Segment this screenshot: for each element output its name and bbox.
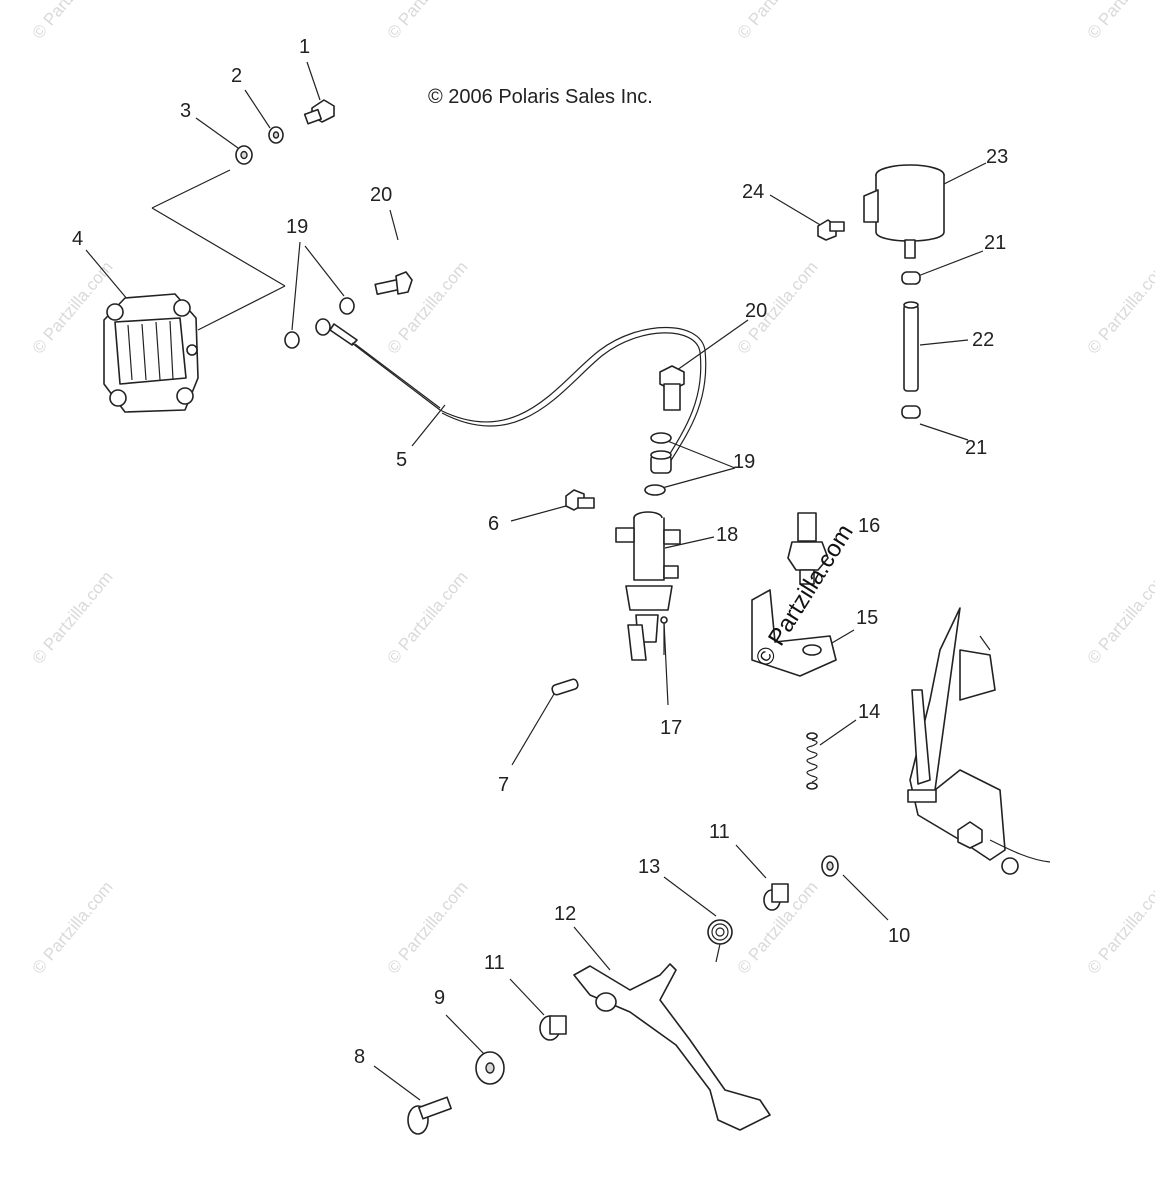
callout-22: 22 — [972, 329, 994, 351]
callout-4: 4 — [72, 228, 83, 250]
part-23-reservoir — [863, 164, 945, 259]
watermark: © Partzilla.com — [1084, 258, 1155, 358]
callout-labels: 1 2 3 4 5 6 7 8 9 10 11 11 12 13 14 15 1… — [72, 36, 1008, 1068]
part-11-bushing — [539, 1015, 567, 1041]
callout-21-upper: 21 — [984, 232, 1006, 254]
part-10-washer — [821, 855, 839, 877]
part-2-washer-hole — [272, 131, 280, 139]
part-18-master-cylinder — [615, 511, 681, 661]
callout-18: 18 — [716, 524, 738, 546]
part-12-brake-pedal — [573, 963, 771, 1131]
part-4-brake-caliper — [103, 293, 199, 413]
part-15-bracket — [751, 589, 837, 677]
watermark: © Partzilla.com — [1084, 878, 1155, 978]
callout-8: 8 — [354, 1046, 365, 1068]
watermark: © Partzilla.com — [1084, 568, 1155, 668]
part-22-hose — [903, 301, 919, 392]
callout-15: 15 — [856, 607, 878, 629]
watermark: © Partzilla.com — [384, 878, 472, 978]
part-7-clevis-pin — [551, 678, 579, 696]
callout-23: 23 — [986, 146, 1008, 168]
watermark: © Partzilla.com — [29, 0, 117, 43]
watermark: © Partzilla.com — [384, 568, 472, 668]
callout-24: 24 — [742, 181, 764, 203]
callout-20-upper: 20 — [370, 184, 392, 206]
part-13-spring — [707, 919, 733, 963]
part-19-washer — [644, 484, 666, 496]
callout-16: 16 — [858, 515, 880, 537]
part-21-clamp — [901, 271, 921, 285]
watermark: © Partzilla.com — [29, 878, 117, 978]
copyright-notice: © 2006 Polaris Sales Inc. — [428, 86, 653, 108]
part-5-brake-line — [315, 318, 707, 463]
part-24-screw — [817, 219, 845, 241]
callout-17: 17 — [660, 717, 682, 739]
callout-21-lower: 21 — [965, 437, 987, 459]
part-19-washer — [339, 297, 355, 315]
callout-11-lower: 11 — [484, 952, 505, 974]
callout-19-upper: 19 — [286, 216, 308, 238]
callout-7: 7 — [498, 774, 509, 796]
watermark: © Partzilla.com — [384, 258, 472, 358]
part-11-bushing — [763, 883, 789, 911]
callout-10: 10 — [888, 925, 910, 947]
part-19-banjo-fitting — [650, 450, 672, 474]
callout-6: 6 — [488, 513, 499, 535]
callout-5: 5 — [396, 449, 407, 471]
part-19-washer — [284, 331, 300, 349]
callout-1: 1 — [299, 36, 310, 58]
part-20-banjo-bolt — [659, 365, 685, 411]
callout-12: 12 — [554, 903, 576, 925]
callout-20-lower: 20 — [745, 300, 767, 322]
part-9-washer — [475, 1051, 505, 1085]
part-19-washer — [650, 432, 672, 444]
callout-3: 3 — [180, 100, 191, 122]
callout-19-lower: 19 — [733, 451, 755, 473]
callout-9: 9 — [434, 987, 445, 1009]
frame-mount — [907, 607, 1051, 875]
watermark: © Partzilla.com — [384, 0, 472, 43]
part-8-bolt — [407, 1096, 452, 1135]
part-1-bolt — [303, 99, 335, 125]
watermark: © Partzilla.com — [29, 568, 117, 668]
callout-2: 2 — [231, 65, 242, 87]
leader-lines — [85, 61, 987, 1101]
callout-11-upper: 11 — [709, 821, 730, 843]
part-21-clamp — [901, 405, 921, 419]
watermark: © Partzilla.com — [1084, 0, 1155, 43]
part-17-cotter-pin — [660, 616, 668, 655]
part-6-bolt — [565, 489, 595, 511]
part-20-bolt — [374, 271, 413, 295]
part-16-brake-switch — [787, 512, 829, 585]
watermark: © Partzilla.com — [734, 0, 822, 43]
part-3-washer-hole — [240, 150, 248, 160]
callout-13: 13 — [638, 856, 660, 878]
part-14-spring — [806, 732, 818, 790]
callout-14: 14 — [858, 701, 880, 723]
